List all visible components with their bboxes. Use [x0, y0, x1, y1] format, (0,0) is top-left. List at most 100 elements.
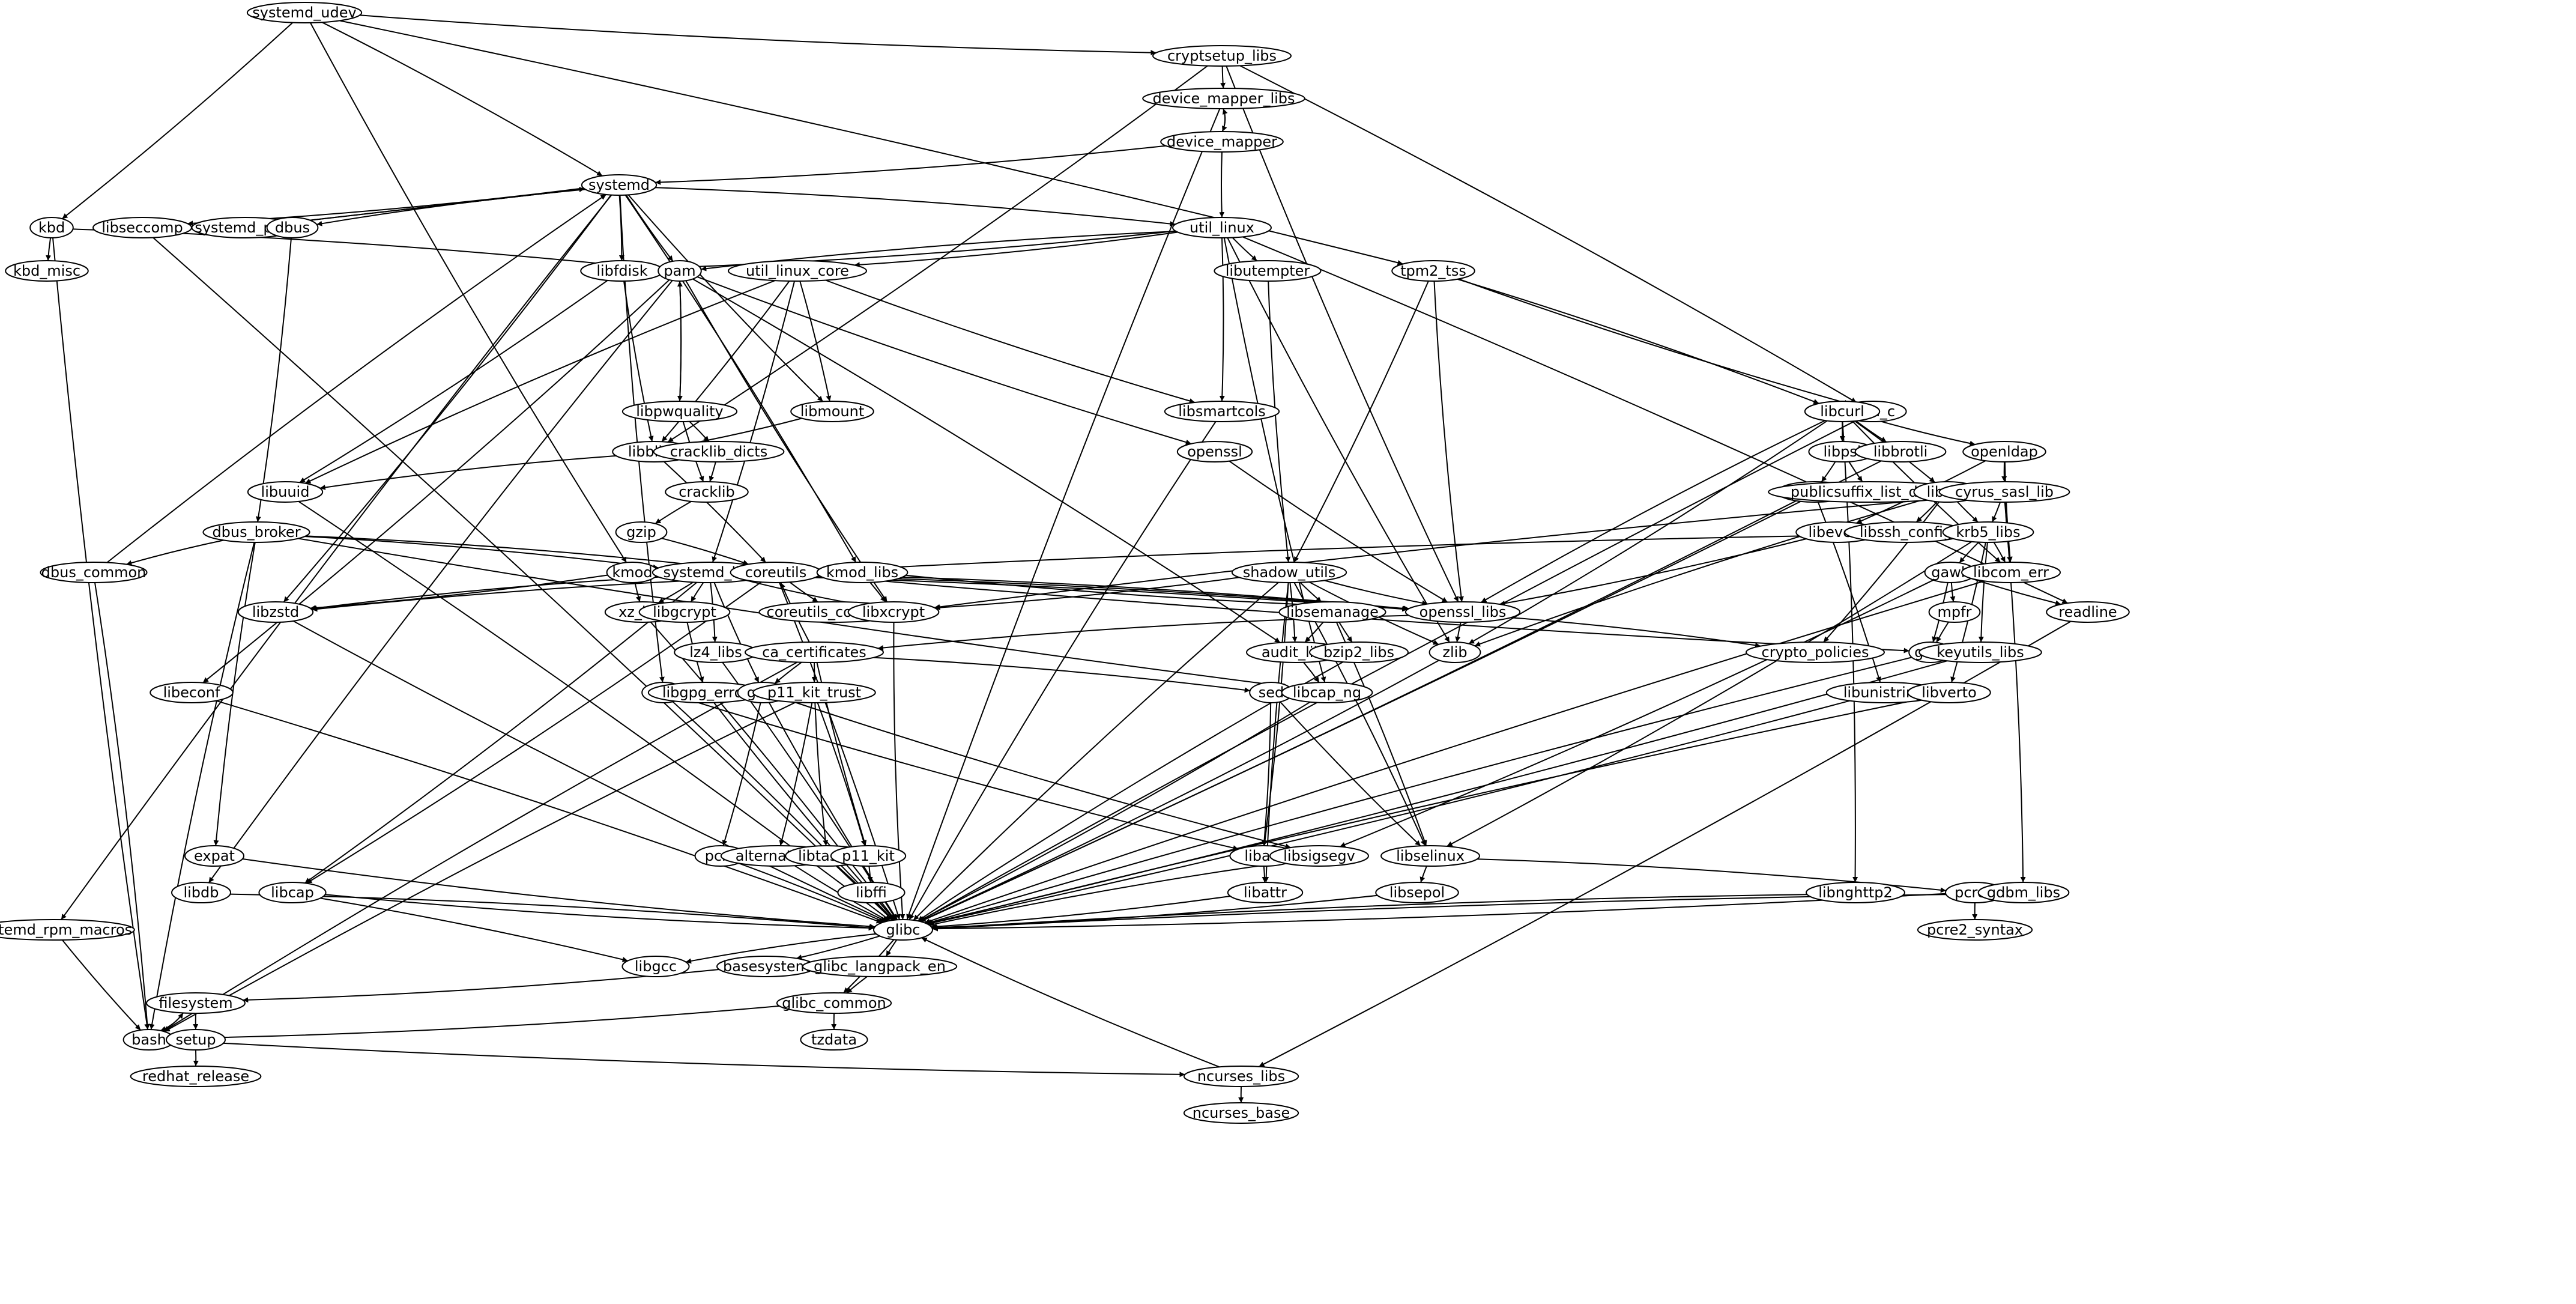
node-label: util_linux_core: [746, 262, 849, 279]
edge-line: [1303, 662, 1320, 683]
node-label: systemd: [588, 177, 650, 193]
edge-libcurl-to-openssl_libs: [1481, 420, 1825, 603]
node-label: libcap: [271, 884, 314, 901]
edge-libfdisk-to-libuuid: [299, 280, 608, 484]
node-shape: [1278, 601, 1386, 623]
node-label: tpm2_tss: [1400, 262, 1466, 279]
node-shape: [790, 401, 874, 422]
node-libcap: libcap: [258, 882, 327, 903]
edge-line: [1220, 65, 1226, 89]
edge-line: [697, 276, 1192, 445]
edge-line: [625, 195, 674, 262]
node-label: ncurses_base: [1193, 1105, 1290, 1121]
node-shape: [1142, 88, 1305, 109]
node-libutempter: libutempter: [1214, 260, 1322, 282]
edge-line: [359, 14, 1156, 56]
edge-line: [796, 935, 880, 960]
node-libattr: libattr: [1227, 882, 1304, 903]
edge-systemd-to-util_linux: [655, 187, 1176, 227]
edge-line: [929, 862, 1282, 927]
edge-ncurses_libs-to-glibc: [921, 937, 1220, 1068]
node-libmount: libmount: [790, 401, 874, 422]
edge-device_mapper-to-systemd: [655, 145, 1166, 185]
edge-dbus-to-dbus_broker: [255, 237, 292, 523]
edge-libverto-to-glibc: [927, 699, 1919, 926]
edge-mpfr-to-gmp: [1935, 621, 1949, 643]
node-label: libuuid: [261, 484, 310, 500]
node-shape: [802, 956, 958, 977]
edge-line: [1420, 866, 1427, 883]
node-readline: readline: [2046, 601, 2130, 623]
edge-line: [1848, 461, 1863, 482]
node-systemd: systemd: [581, 174, 658, 196]
edge-glibc-to-basesystem: [796, 935, 880, 960]
node-label: zlib: [1442, 644, 1467, 661]
edge-line: [893, 622, 906, 920]
edge-line: [1991, 502, 2001, 523]
node-label: setup: [175, 1031, 216, 1048]
edge-libeconf-to-glibc: [216, 700, 883, 924]
node-label: libcurl: [1820, 403, 1864, 420]
edge-line: [1219, 151, 1225, 218]
node-shape: [728, 260, 867, 282]
edge-systemd-to-kmod_libs: [624, 195, 857, 563]
edge-line: [52, 237, 150, 1030]
edge-kbd-to-bash: [52, 237, 150, 1030]
edge-cracklib_dicts-to-cracklib: [709, 461, 716, 482]
node-redhat-release: redhat_release: [130, 1066, 262, 1087]
edge-libunistring-to-glibc: [927, 700, 1850, 926]
edge-systemd_libs-to-grep: [713, 582, 760, 683]
edge-line: [1869, 417, 1976, 446]
node-libssh-config: libssh_config: [1844, 521, 1968, 543]
edge-line: [1280, 701, 1421, 847]
edge-line: [1242, 236, 2068, 604]
node-tpm2-tss: tpm2_tss: [1391, 260, 1475, 282]
edge-util_linux_core-to-libsmartcols: [825, 279, 1196, 404]
edge-openssl_libs-to-crypto_policies: [1511, 617, 1761, 648]
edge-util_linux_core-to-libuuid: [304, 280, 776, 484]
node-dbus-common: dbus_common: [40, 562, 148, 583]
node-filesystem: filesystem: [146, 992, 246, 1014]
node-shape: [653, 441, 785, 462]
node-label: kbd_misc: [13, 262, 80, 279]
edge-line: [623, 281, 654, 442]
edge-line: [1338, 622, 1353, 643]
edge-libxcrypt-to-glibc: [893, 622, 906, 920]
edge-line: [692, 278, 1281, 643]
edge-line: [306, 535, 733, 571]
edge-line: [783, 698, 1291, 849]
edge-dbus_common-to-systemd: [106, 194, 606, 563]
edge-line: [1447, 541, 1973, 847]
node-label: cyrus_sasl_lib: [1955, 484, 2054, 500]
node-label: device_mapper: [1167, 133, 1277, 150]
node-openldap: openldap: [1962, 441, 2046, 462]
node-shape: [1746, 641, 1885, 663]
node-device-mapper-libs: device_mapper_libs: [1142, 88, 1305, 109]
edge-line: [216, 700, 883, 924]
edge-systemd_rpm_macros-to-bash: [61, 939, 141, 1031]
edge-line: [909, 421, 1217, 920]
edge-line: [927, 700, 1850, 926]
node-shape: [1977, 882, 2070, 903]
edge-systemd_udev-to-kmod: [310, 22, 627, 563]
node-shape: [1907, 682, 1991, 703]
edge-line: [661, 230, 1176, 271]
edge-line: [163, 661, 798, 1032]
node-libnghttp2: libnghttp2: [1806, 882, 1905, 903]
node-label: libpwquality: [636, 403, 724, 420]
node-label: glibc_langpack_en: [814, 958, 946, 975]
edge-line: [722, 702, 761, 846]
edge-line: [779, 702, 813, 846]
edge-layer: [46, 14, 2072, 1103]
edge-line: [825, 279, 1196, 404]
edge-line: [1262, 702, 1272, 846]
node-label: kmod_libs: [826, 564, 898, 581]
edge-line: [304, 280, 776, 484]
node-label: bzip2_libs: [1323, 644, 1394, 661]
edge-line: [1324, 580, 1428, 606]
node-shape: [1854, 441, 1947, 462]
node-label: expat: [194, 848, 235, 864]
node-shape: [1375, 882, 1459, 903]
node-label: gdbm_libs: [1987, 884, 2060, 901]
node-libffi: libffi: [837, 882, 906, 903]
